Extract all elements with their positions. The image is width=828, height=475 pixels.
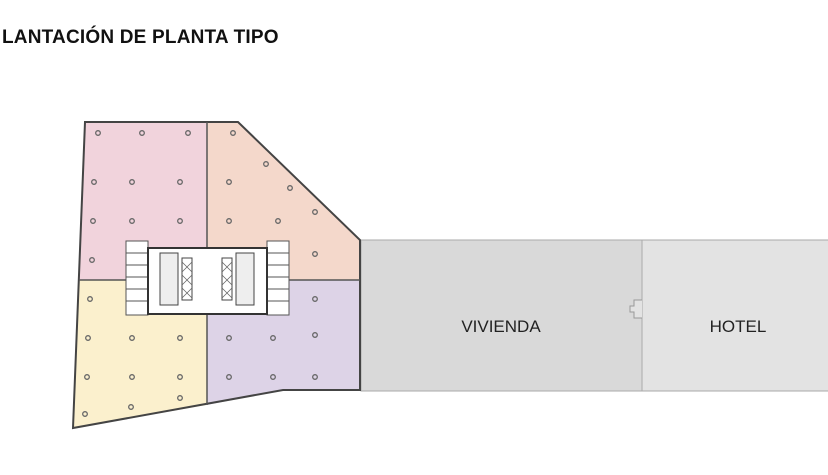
label-vivienda: VIVIENDA (461, 317, 541, 336)
joint-notch (629, 299, 642, 319)
plan-title: LANTACIÓN DE PLANTA TIPO (2, 27, 279, 48)
zone-hotel (641, 239, 828, 392)
floor-outline (71, 121, 361, 430)
service-core (125, 240, 290, 316)
structural-columns (82, 130, 318, 417)
zone-northwest (79, 122, 207, 280)
zone-northeast (207, 122, 360, 280)
zone-vivienda (360, 239, 643, 392)
zone-southwest (73, 280, 207, 428)
label-hotel: HOTEL (710, 317, 767, 336)
